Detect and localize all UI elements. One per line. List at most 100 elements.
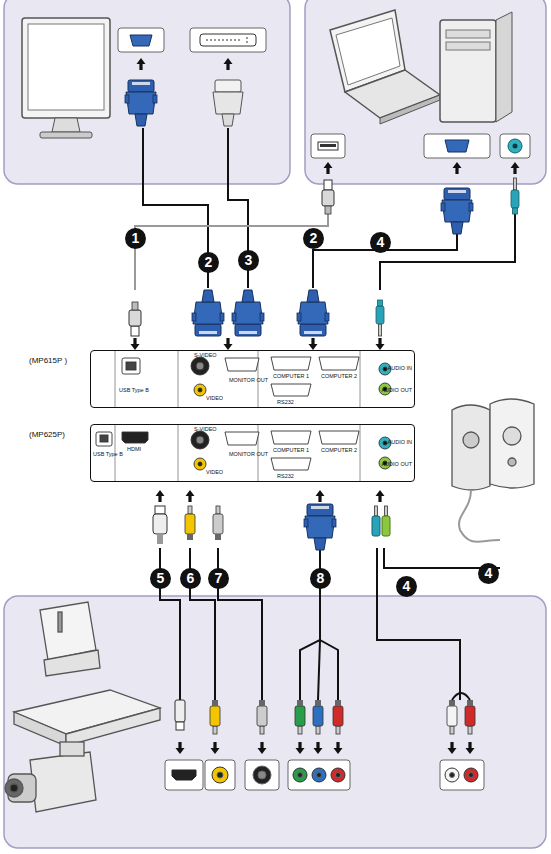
callout-number: 4	[396, 576, 417, 597]
port-icon	[200, 34, 256, 46]
port-label: RS232	[277, 473, 294, 479]
callout-number: 4	[478, 563, 499, 584]
connection-illustration	[224, 58, 233, 70]
port-icon	[311, 134, 530, 158]
callout-number: 5	[150, 568, 171, 589]
connection-illustration	[137, 58, 146, 70]
panel-port	[196, 362, 204, 370]
port-icon	[172, 770, 196, 780]
cable-plug	[157, 534, 163, 544]
port-icon	[206, 37, 247, 43]
av-device-figure	[30, 752, 96, 812]
monitor-figure	[22, 18, 110, 138]
cable-plug	[304, 504, 336, 550]
panel-port	[198, 462, 202, 466]
panel-port	[225, 358, 259, 371]
device-region	[4, 596, 546, 848]
av-device-figure	[60, 742, 84, 756]
cable-plug	[333, 700, 343, 734]
connection-illustration	[296, 742, 305, 754]
cable-plug	[129, 302, 141, 336]
cable-plug	[213, 80, 243, 126]
callout-text: 2	[205, 254, 213, 270]
computer-figure	[496, 12, 512, 122]
projector-panel	[90, 350, 415, 482]
port-label: USB Type B	[119, 387, 149, 393]
port-icon	[245, 760, 279, 790]
cable-plug	[465, 700, 475, 734]
panel-port	[196, 436, 204, 444]
callout-number: 2	[303, 228, 324, 249]
cable	[380, 214, 515, 290]
port-label: AUDIO OUT	[381, 387, 412, 393]
port-label: HDMI	[127, 446, 141, 452]
cable-plug	[232, 290, 264, 336]
callout-text: 4	[485, 565, 493, 581]
av-device-figure	[5, 779, 23, 797]
port-icon	[331, 768, 345, 782]
panel-port	[122, 358, 140, 374]
panel-port	[225, 432, 259, 445]
panel-port	[122, 432, 148, 443]
projector-panel	[90, 424, 415, 482]
panel-port	[271, 431, 311, 444]
port-icon	[320, 144, 336, 147]
cable-plug	[447, 700, 457, 734]
port-icon	[445, 768, 459, 782]
cable-plug	[447, 700, 457, 734]
panel-port	[126, 362, 136, 370]
port-icon	[165, 760, 484, 790]
port-icon	[190, 28, 266, 52]
port-icon	[212, 767, 228, 783]
cable-plug	[385, 506, 388, 516]
cable-plug	[313, 700, 323, 734]
port-icon	[464, 768, 478, 782]
callout-number: 2	[198, 252, 219, 273]
panel-port	[271, 384, 311, 396]
cable-plug	[465, 700, 475, 734]
cable-plug	[125, 80, 157, 126]
av-device-figure	[66, 708, 160, 746]
cable-plug	[175, 700, 185, 722]
cable	[135, 128, 515, 290]
panel-port	[194, 384, 206, 396]
cable-plug	[192, 290, 224, 336]
cable-plug	[452, 693, 470, 700]
panel-port	[115, 350, 360, 408]
panel-port	[271, 458, 311, 470]
panel-port	[194, 458, 206, 470]
cable-plug	[153, 504, 475, 734]
port-icon	[293, 768, 307, 782]
cable-plug	[333, 700, 343, 734]
cable-plug	[153, 514, 167, 534]
port-label: COMPUTER 1	[273, 373, 309, 379]
connection-illustration	[131, 338, 140, 350]
cable-plug	[322, 180, 334, 214]
connection-illustration	[258, 742, 267, 754]
port-label: S-VIDEO	[194, 352, 217, 358]
computer-figure	[440, 20, 496, 122]
connection-illustration	[186, 490, 195, 502]
device-region	[4, 0, 546, 848]
projector-panel	[90, 350, 415, 408]
speaker-figure	[503, 427, 521, 445]
port-icon	[311, 134, 345, 158]
cable-plug	[125, 80, 519, 336]
cable-plug	[297, 290, 329, 336]
connection-illustration	[466, 742, 475, 754]
speaker-figure	[490, 399, 534, 488]
cable-plug	[153, 506, 167, 544]
connection-illustration	[316, 490, 325, 502]
panel-port	[319, 431, 359, 444]
port-label: S-VIDEO	[194, 426, 217, 432]
port-label: VIDEO	[206, 469, 223, 475]
cable-plug	[372, 516, 380, 536]
cable-plug	[382, 506, 390, 536]
connection-illustration	[211, 742, 220, 754]
port-label: COMPUTER 2	[321, 447, 357, 453]
connection-illustration	[324, 162, 333, 174]
panel-port	[191, 431, 209, 449]
cable-plug	[511, 178, 519, 214]
